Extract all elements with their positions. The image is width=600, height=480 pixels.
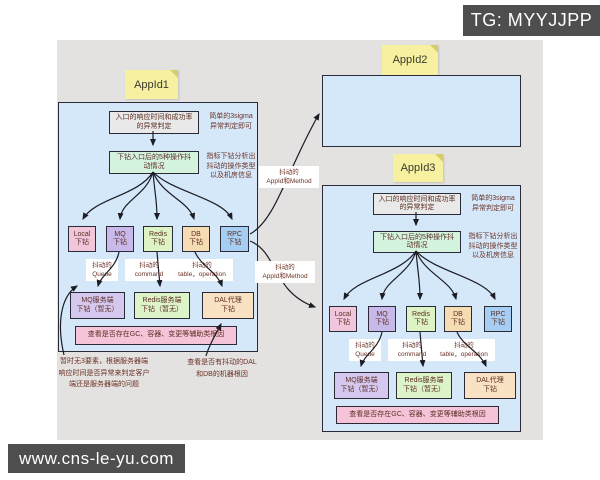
sticky-fold-icon bbox=[170, 70, 178, 78]
appid3-drill-rpc: RPC 下钻 bbox=[484, 306, 512, 332]
appid3-jitter-queue-label: 抖动的 Queue bbox=[349, 339, 381, 361]
appid3-mq-server-box: MQ服务端 下钻（暂无） bbox=[334, 372, 389, 399]
appid3-step2-note: 指标下钻分析出 抖动的操作类型 以及机房信息 bbox=[468, 233, 518, 259]
appid1-title: AppId1 bbox=[134, 78, 169, 91]
appid3-root-cause-banner: 查看是否存在GC、容器、变更等辅助类根因 bbox=[336, 406, 499, 424]
appid1-jitter-table-label: 抖动的 table，operation bbox=[171, 259, 233, 281]
appid3-dal-proxy-box: DAL代理 下钻 bbox=[464, 372, 516, 399]
appid3-step1-box: 入口的响应时间和成功率 的异常判定 bbox=[373, 193, 461, 215]
telegram-watermark: TG: MYYJJPP bbox=[463, 5, 600, 36]
appid2-title: AppId2 bbox=[392, 54, 428, 66]
appid1-drill-rpc: RPC 下钻 bbox=[220, 226, 249, 252]
appid1-mq-server-box: MQ服务端 下钻（暂无） bbox=[70, 292, 125, 319]
appid1-jitter-command-label: 抖动的 command bbox=[125, 259, 173, 281]
appid1-right-footnote: 查看是否有抖动的DAL 和DB的机器根因 bbox=[187, 359, 257, 378]
appid1-jitter-queue-label: 抖动的 Queue bbox=[86, 259, 118, 281]
appid3-drill-db: DB 下钻 bbox=[444, 306, 472, 332]
rpc-to-appid2-label: 抖动的 AppId和Method bbox=[259, 166, 319, 188]
appid3-drill-mq: MQ 下钻 bbox=[368, 306, 396, 332]
appid3-redis-server-box: Redis服务端 下钻（暂无） bbox=[396, 372, 452, 399]
appid1-redis-server-box: Redis服务端 下钻（暂无） bbox=[134, 292, 190, 319]
appid2-panel bbox=[322, 75, 521, 147]
appid3-jitter-command-label: 抖动的 command bbox=[388, 339, 436, 361]
sticky-fold-icon bbox=[435, 154, 443, 162]
appid3-step2-box: 下钻入口后的5种操作抖 动情况 bbox=[373, 231, 461, 253]
appid3-drill-local: Local 下钻 bbox=[329, 306, 357, 332]
appid1-panel: 入口的响应时间和成功率 的异常判定 简单的3sigma 异常判定即可 下钻入口后… bbox=[58, 102, 258, 352]
sticky-note-appid2: AppId2 bbox=[382, 45, 438, 75]
appid1-step1-box: 入口的响应时间和成功率 的异常判定 bbox=[109, 111, 199, 134]
sticky-note-appid1: AppId1 bbox=[125, 70, 178, 99]
sticky-note-appid3: AppId3 bbox=[393, 154, 443, 182]
appid1-step1-note: 简单的3sigma 异常判定即可 bbox=[209, 113, 253, 130]
appid1-left-footnote: 暂时无3要素，根据服务器端 响应时间是否异常来判定客户 端还是服务器端的问题 bbox=[58, 358, 150, 388]
appid1-drill-mq: MQ 下钻 bbox=[106, 226, 134, 252]
appid1-drill-redis: Redis 下钻 bbox=[143, 226, 173, 252]
appid1-drill-db: DB 下钻 bbox=[182, 226, 210, 252]
appid1-dal-proxy-box: DAL代理 下钻 bbox=[202, 292, 254, 319]
appid3-title: AppId3 bbox=[400, 162, 436, 174]
appid3-drill-redis: Redis 下钻 bbox=[406, 306, 436, 332]
website-watermark: www.cns-le-yu.com bbox=[8, 444, 185, 473]
appid1-root-cause-banner: 查看是否存在GC、容器、变更等辅助类根因 bbox=[75, 326, 237, 345]
sticky-fold-icon bbox=[430, 45, 438, 53]
appid1-step2-box: 下钻入口后的5种操作抖 动情况 bbox=[109, 151, 199, 174]
appid3-jitter-table-label: 抖动的 table，operation bbox=[433, 339, 495, 361]
appid3-panel: 入口的响应时间和成功率 的异常判定 简单的3sigma 异常判定即可 下钻入口后… bbox=[322, 185, 521, 432]
appid3-step1-note: 简单的3sigma 异常判定即可 bbox=[471, 195, 515, 212]
appid1-step2-note: 指标下钻分析出 抖动的操作类型 以及机房信息 bbox=[206, 153, 256, 179]
rpc-to-appid3-label: 抖动的 AppId和Method bbox=[255, 261, 315, 283]
appid1-drill-local: Local 下钻 bbox=[68, 226, 96, 252]
